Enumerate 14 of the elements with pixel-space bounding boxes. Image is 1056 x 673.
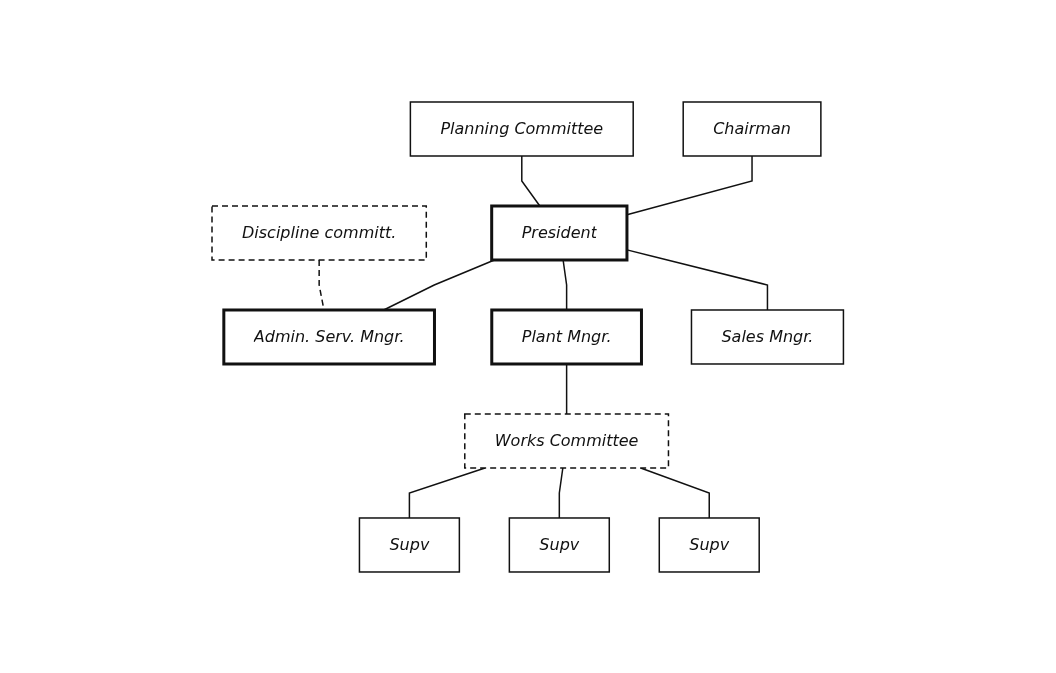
- node-box: Sales Mngr.: [691, 308, 845, 365]
- node-box: Supv: [359, 516, 461, 573]
- connector: [408, 466, 486, 519]
- node-box: Discipline committ.: [211, 204, 428, 261]
- node-box: Works Committee: [464, 412, 670, 469]
- node-box: Supv: [658, 516, 761, 573]
- node-box: Plant Mngr.: [490, 308, 644, 365]
- connector: [558, 466, 564, 519]
- node-box: Planning Committee: [409, 100, 635, 157]
- node-box: President: [490, 204, 629, 261]
- node-box: Admin. Serv. Mngr.: [222, 308, 437, 365]
- node-box: Chairman: [682, 100, 822, 157]
- node-box: Supv: [508, 516, 611, 573]
- connector: [640, 466, 711, 519]
